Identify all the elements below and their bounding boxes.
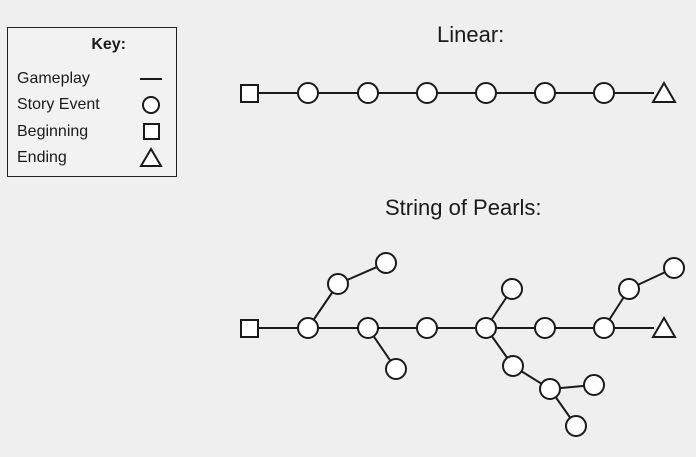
story-event-node <box>416 317 438 339</box>
story-event-node <box>475 317 497 339</box>
string-of-pearls-diagram <box>240 252 685 437</box>
story-event-node <box>539 378 561 400</box>
story-event-node <box>357 317 379 339</box>
story-event-node <box>593 82 615 104</box>
square-icon <box>143 123 160 140</box>
key-label-story-event: Story Event <box>17 96 100 113</box>
story-event-node <box>475 82 497 104</box>
key-title: Key: <box>91 36 126 53</box>
ending-node <box>651 316 677 338</box>
story-event-node <box>416 82 438 104</box>
key-legend: Key: Gameplay Story Event Beginning Endi… <box>7 27 177 177</box>
beginning-node <box>240 319 259 338</box>
story-event-node <box>385 358 407 380</box>
story-event-node <box>501 278 523 300</box>
string-of-pearls-title: String of Pearls: <box>385 195 542 220</box>
key-label-ending: Ending <box>17 149 67 166</box>
linear-diagram <box>240 81 677 104</box>
ending-node <box>651 81 677 103</box>
story-event-node <box>502 355 524 377</box>
story-event-node <box>534 82 556 104</box>
key-label-gameplay: Gameplay <box>17 70 90 87</box>
story-event-node <box>618 278 640 300</box>
story-event-node <box>583 374 605 396</box>
story-event-node <box>297 317 319 339</box>
story-event-node <box>663 257 685 279</box>
story-event-node <box>357 82 379 104</box>
triangle-icon <box>139 147 163 167</box>
story-event-node <box>297 82 319 104</box>
story-event-node <box>593 317 615 339</box>
circle-icon <box>142 96 160 114</box>
story-event-node <box>327 273 349 295</box>
beginning-node <box>240 84 259 103</box>
key-label-beginning: Beginning <box>17 123 89 140</box>
story-event-node <box>375 252 397 274</box>
line-icon <box>140 78 162 80</box>
story-event-node <box>565 415 587 437</box>
linear-title: Linear: <box>437 22 505 47</box>
story-event-node <box>534 317 556 339</box>
